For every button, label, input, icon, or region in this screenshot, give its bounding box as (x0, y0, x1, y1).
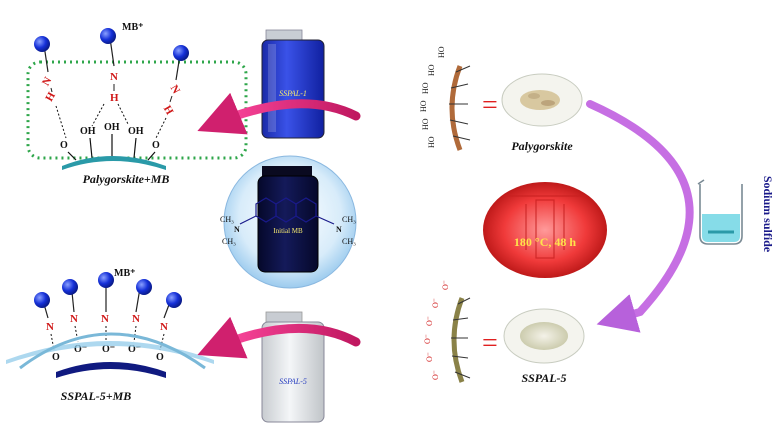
hydroxyl-group: HO (427, 136, 436, 148)
mb-molecule-ball (136, 279, 152, 295)
vial-label-initial-mb: Initial MB (273, 227, 303, 235)
autoclave-oval: 180 °C, 48 h (483, 182, 607, 278)
oxygen-atom: O (60, 140, 68, 151)
hydroxyl-group: HO (437, 46, 446, 58)
nitrogen-atom: N (70, 313, 78, 325)
surface-arc (19, 332, 206, 370)
hydroxyl-group: HO (421, 118, 430, 130)
methyl-group: CH₃ (342, 237, 356, 246)
oxygen-atom: O (156, 352, 164, 363)
hydroxyl-group: OH (128, 126, 144, 137)
oxide-anion: O⁻ (102, 344, 115, 355)
sspal5-mb-scheme: MB⁺ N N N N N O O⁻ O⁻ O⁻ O SSPAL-5+MB (6, 268, 214, 403)
initial-mb-circle: Initial MB N CH₃ CH₃ N CH₃ CH₃ (220, 155, 357, 289)
vial-sspal5: SSPAL-5 (261, 311, 325, 423)
oxide-anion: O⁻ (431, 298, 440, 308)
mb-ion-label: MB⁺ (114, 268, 135, 279)
mb-molecule-ball (100, 28, 116, 44)
mb-molecule-ball (98, 272, 114, 288)
mb-molecule-ball (62, 279, 78, 295)
mb-molecule-ball (34, 36, 50, 52)
mb-structure (239, 197, 335, 225)
palygorskite-mb-label: Palygorskite+MB (83, 172, 170, 186)
vial-label-sspal5: SSPAL-5 (279, 377, 307, 386)
oxide-anion: O⁻ (74, 344, 87, 355)
nitrogen-atom: N (46, 321, 54, 333)
mb-molecule-ball (173, 45, 189, 61)
palygorskite-sample (501, 73, 583, 127)
oxide-anion: O⁻ (441, 280, 450, 290)
oxide-anion: O⁻ (431, 370, 440, 380)
nitrogen-atom: N (101, 313, 109, 325)
hydroxyl-group: OH (80, 126, 96, 137)
hydrogen-atom: H (110, 92, 119, 104)
oxide-anion: O⁻ (425, 316, 434, 326)
hydroxyl-group: HO (421, 82, 430, 94)
mb-molecule-ball (34, 292, 50, 308)
dotted-frame (26, 60, 248, 160)
mb-molecule-ball (166, 292, 182, 308)
vial-sspal1: SSPAL-1 (261, 29, 325, 139)
sspal5-label: SSPAL-5 (521, 371, 566, 385)
sspal5-mb-label: SSPAL-5+MB (61, 389, 132, 403)
reagent-label: Sodium sulfide (761, 176, 775, 253)
methyl-group: CH₃ (220, 215, 234, 224)
equals-sign: = (482, 90, 498, 121)
oxide-anion: O⁻ (128, 344, 141, 355)
sspal5-rod: O⁻ O⁻ O⁻ O⁻ O⁻ O⁻ (423, 280, 471, 383)
adsorption-arrow-bottom (197, 316, 361, 359)
methyl-group: CH₃ (222, 237, 236, 246)
hydroxyl-group: OH (104, 122, 120, 133)
equals-sign: = (482, 328, 498, 359)
hydroxyl-group: HO (427, 64, 436, 76)
clay-surface (62, 156, 166, 170)
palygorskite-rod: HO HO HO HO HO HO (419, 46, 471, 151)
nitrogen-atom: N (110, 71, 118, 83)
beaker-icon (697, 179, 743, 245)
palygorskite-label: Palygorskite (511, 139, 573, 153)
hydrogen-atom: H (161, 104, 176, 118)
reaction-condition: 180 °C, 48 h (514, 235, 576, 249)
nitrogen-atom: N (168, 83, 182, 96)
sspal5-sample (503, 308, 585, 364)
methyl-group: CH₃ (342, 215, 356, 224)
hydrothermal-arrow (586, 100, 694, 333)
hydrogen-atom: H (43, 90, 58, 104)
vial-label-sspal1: SSPAL-1 (279, 89, 307, 98)
palygorskite-mb-scheme: MB⁺ N H N H N H O OH OH OH O (26, 22, 248, 186)
clay-surface (56, 362, 166, 378)
oxygen-atom: O (152, 140, 160, 151)
oxide-anion: O⁻ (425, 352, 434, 362)
nitrogen-atom: N (160, 321, 168, 333)
adsorption-arrow-top (197, 92, 361, 135)
oxide-anion: O⁻ (423, 334, 432, 344)
nitrogen-atom: N (336, 225, 342, 234)
oxygen-atom: O (52, 352, 60, 363)
mb-ion-label: MB⁺ (122, 22, 143, 33)
nitrogen-atom: N (234, 225, 240, 234)
nitrogen-atom: N (132, 313, 140, 325)
nitrogen-atom: N (40, 75, 54, 88)
hydroxyl-group: HO (419, 100, 428, 112)
